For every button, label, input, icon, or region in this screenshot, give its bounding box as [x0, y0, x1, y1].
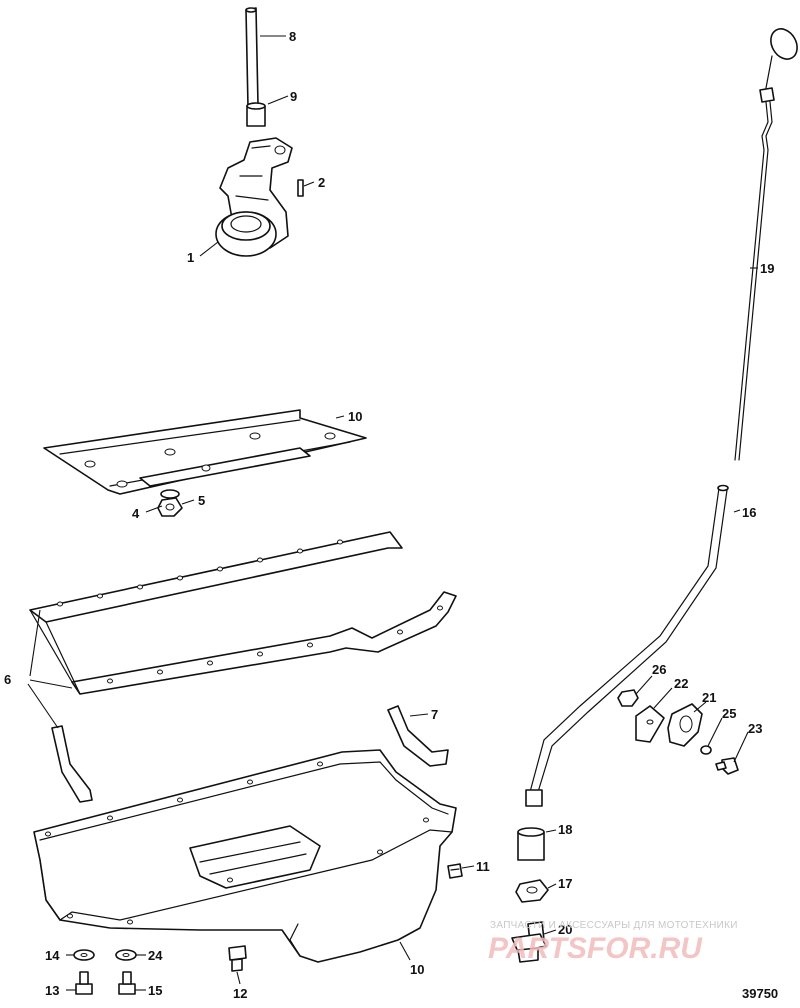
callout-10-right: 7: [431, 707, 438, 722]
leader-lines: [27, 35, 758, 991]
figure-number: 39750: [742, 986, 778, 1001]
callout-12: 12: [233, 986, 247, 1001]
callout-13: 13: [45, 983, 59, 998]
pump-shaft-sleeve: [246, 102, 266, 127]
rear-seal-right: [387, 705, 449, 767]
oil-pump: [215, 137, 293, 257]
callout-9: 10: [410, 962, 424, 977]
tube-clamp: [667, 703, 703, 747]
callout-10-left: 6: [4, 672, 11, 687]
dipstick-tube: [525, 484, 729, 807]
washer-16: [115, 949, 137, 961]
callout-labels: 8 9 2 1 19 10 4 5 16 6 7 11 18 17 20 10 …: [4, 29, 774, 1001]
callout-2: 2: [318, 175, 325, 190]
rear-seal-left: [51, 725, 93, 803]
bolt-15: [118, 971, 136, 995]
callout-8: 5: [198, 493, 205, 508]
callout-25: 25: [722, 706, 736, 721]
callout-26: 26: [652, 662, 666, 677]
windage-tray: [43, 409, 367, 495]
tube-nut: [515, 879, 549, 903]
pan-gasket: [29, 531, 457, 695]
drain-plug: [228, 945, 247, 972]
pump-pin: [297, 179, 304, 197]
watermark-logo: PARTSFOR.RU: [488, 932, 703, 965]
clamp-washer: [700, 745, 712, 755]
callout-23: 22: [674, 676, 688, 691]
callout-19: 18: [558, 822, 572, 837]
callout-15: 15: [148, 983, 162, 998]
callout-4: 8: [289, 29, 296, 44]
dipstick: [734, 28, 798, 461]
callout-24: 23: [748, 721, 762, 736]
tray-washer: [160, 489, 180, 499]
callout-1: 1: [187, 250, 194, 265]
tube-sleeve: [517, 827, 545, 861]
callout-18: 17: [558, 876, 572, 891]
callout-6: 10: [348, 409, 362, 424]
washer-14: [73, 949, 95, 961]
callout-11: 11: [476, 859, 490, 874]
callout-14: 14: [45, 948, 60, 963]
tray-nut: [157, 497, 183, 517]
callout-22: 21: [702, 690, 716, 705]
callout-20: 19: [760, 261, 774, 276]
plug-small: [447, 863, 463, 879]
bolt-13: [75, 971, 93, 995]
clip-nut: [617, 689, 639, 707]
oil-pan: [33, 749, 457, 963]
callout-5: 9: [290, 89, 297, 104]
callout-16: 24: [148, 948, 163, 963]
callout-7: 4: [132, 506, 140, 521]
pump-driveshaft: [245, 7, 259, 108]
callout-21: 20: [558, 922, 572, 937]
tube-fitting: [511, 921, 547, 963]
callout-17: 16: [742, 505, 756, 520]
clamp-plate: [635, 705, 665, 743]
watermark-tagline: ЗАПЧАСТИ И АКСЕССУАРЫ ДЛЯ МОТОТЕХНИКИ: [490, 920, 738, 931]
